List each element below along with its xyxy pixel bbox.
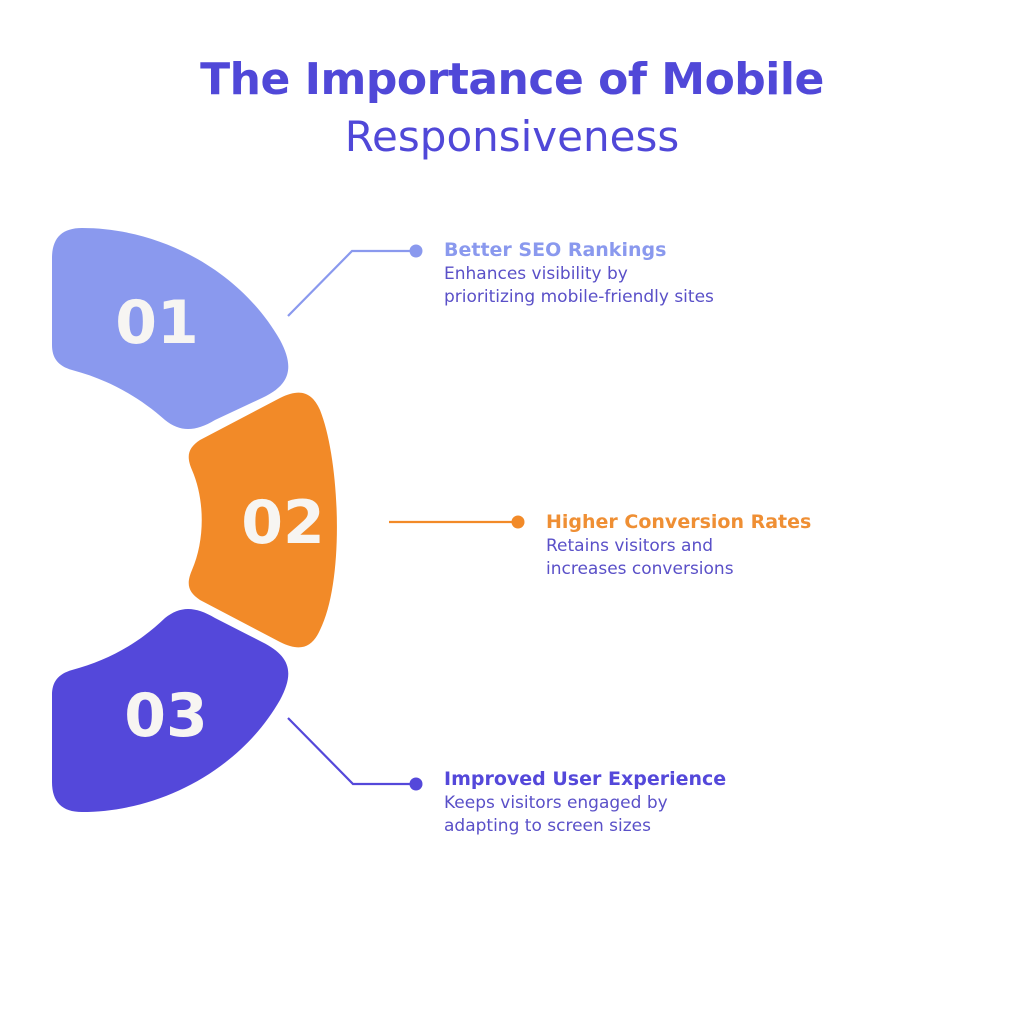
segment-03: 03 xyxy=(52,609,289,812)
segment-02-shape xyxy=(188,392,337,648)
page-title: The Importance of Mobile Responsiveness xyxy=(0,52,1024,166)
item-02-description: Retains visitors and increases conversio… xyxy=(546,536,734,579)
segment-03-shape xyxy=(52,609,289,812)
title-line-1: The Importance of Mobile xyxy=(200,54,824,105)
segment-03-number: 03 xyxy=(124,681,208,751)
connector-02 xyxy=(389,515,525,529)
item-01-description: Enhances visibility by prioritizing mobi… xyxy=(444,264,714,307)
item-02: Higher Conversion Rates Retains visitors… xyxy=(546,509,811,581)
connector-01-dot xyxy=(409,244,423,258)
connector-03 xyxy=(287,717,423,791)
segment-01-shape xyxy=(52,228,289,429)
connector-01 xyxy=(287,244,423,317)
segment-02-number: 02 xyxy=(241,488,325,558)
item-03-description: Keeps visitors engaged by adapting to sc… xyxy=(444,793,668,836)
item-01: Better SEO Rankings Enhances visibility … xyxy=(444,237,714,309)
segment-01-number: 01 xyxy=(115,288,199,358)
item-03-heading: Improved User Experience xyxy=(444,768,727,790)
item-03: Improved User Experience Keeps visitors … xyxy=(444,766,726,838)
segment-02: 02 xyxy=(188,392,337,648)
connector-03-dot xyxy=(409,777,423,791)
connector-02-dot xyxy=(511,515,525,529)
item-02-heading: Higher Conversion Rates xyxy=(546,511,812,533)
title-line-2: Responsiveness xyxy=(344,112,680,161)
item-01-heading: Better SEO Rankings xyxy=(444,239,667,261)
segment-01: 01 xyxy=(52,228,289,429)
